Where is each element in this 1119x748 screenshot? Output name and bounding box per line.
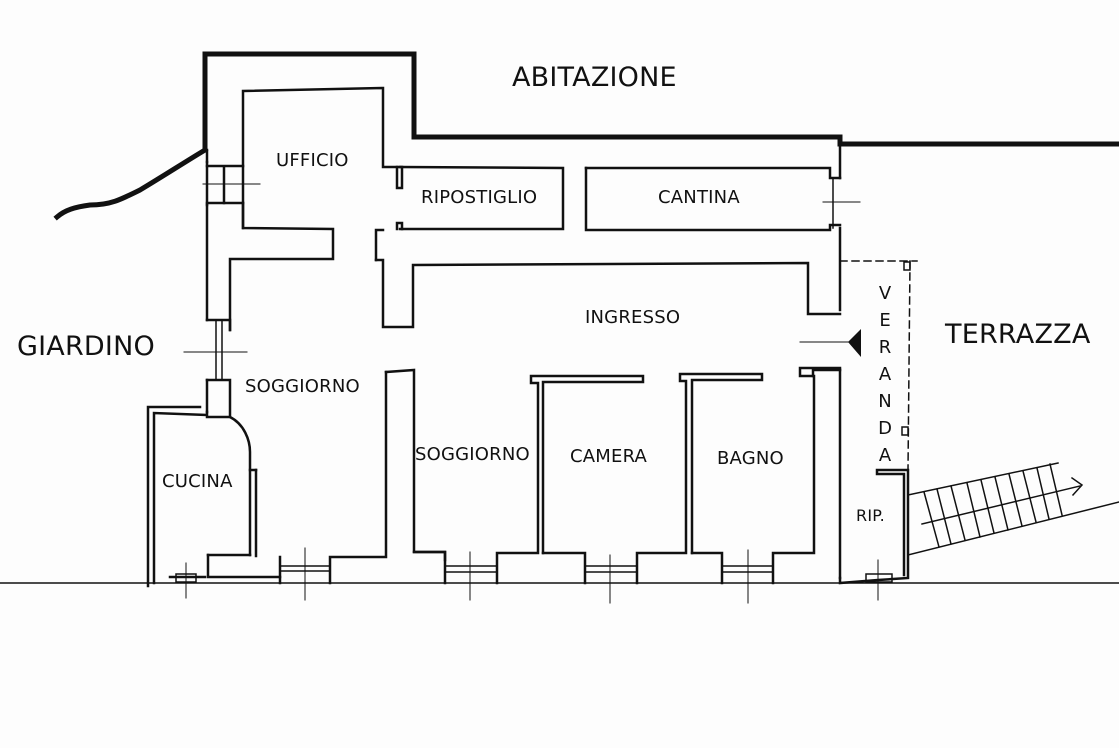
- garden-edge-line: [53, 146, 209, 221]
- veranda-letter: E: [879, 310, 891, 331]
- ripostiglio-walls: [395, 165, 565, 231]
- ingresso-walls: [374, 228, 851, 378]
- bagno-walls: [690, 366, 842, 604]
- veranda-letter: V: [878, 283, 892, 304]
- entrance-arrow-icon: [848, 329, 861, 357]
- veranda-post: [901, 426, 909, 436]
- label-abitazione: ABITAZIONE: [512, 62, 677, 93]
- staircase-icon: [907, 462, 1119, 556]
- room-label-rip: RIP.: [856, 506, 885, 525]
- room-label-ufficio: UFFICIO: [276, 150, 349, 171]
- room-label-cucina: CUCINA: [162, 471, 233, 492]
- room-label-camera: CAMERA: [570, 446, 648, 467]
- veranda-letter: A: [878, 445, 892, 466]
- ufficio-walls: [202, 86, 402, 332]
- room-label-ripostiglio: RIPOSTIGLIO: [421, 187, 538, 208]
- room-label-bagno: BAGNO: [717, 448, 784, 469]
- rip-walls: [838, 468, 910, 601]
- label-terrazza: TERRAZZA: [945, 319, 1091, 350]
- veranda-letter: D: [878, 418, 892, 439]
- camera-walls: [541, 372, 764, 604]
- veranda-letter: A: [878, 364, 892, 385]
- room-label-ingresso: INGRESSO: [585, 307, 681, 328]
- soggiorno-west-walls: [183, 318, 447, 601]
- room-label-veranda: V E R A N D A: [875, 280, 895, 469]
- veranda-post: [903, 261, 911, 271]
- room-label-soggiorno-west: SOGGIORNO: [245, 376, 360, 397]
- veranda-letter: R: [878, 337, 892, 358]
- cucina-walls: [146, 405, 282, 599]
- veranda-letter: N: [878, 391, 892, 412]
- room-label-soggiorno-east: SOGGIORNO: [415, 444, 530, 465]
- room-label-cantina: CANTINA: [658, 187, 740, 208]
- soggiorno-east-walls: [412, 374, 645, 601]
- cantina-walls: [584, 166, 861, 232]
- label-giardino: GIARDINO: [17, 331, 155, 362]
